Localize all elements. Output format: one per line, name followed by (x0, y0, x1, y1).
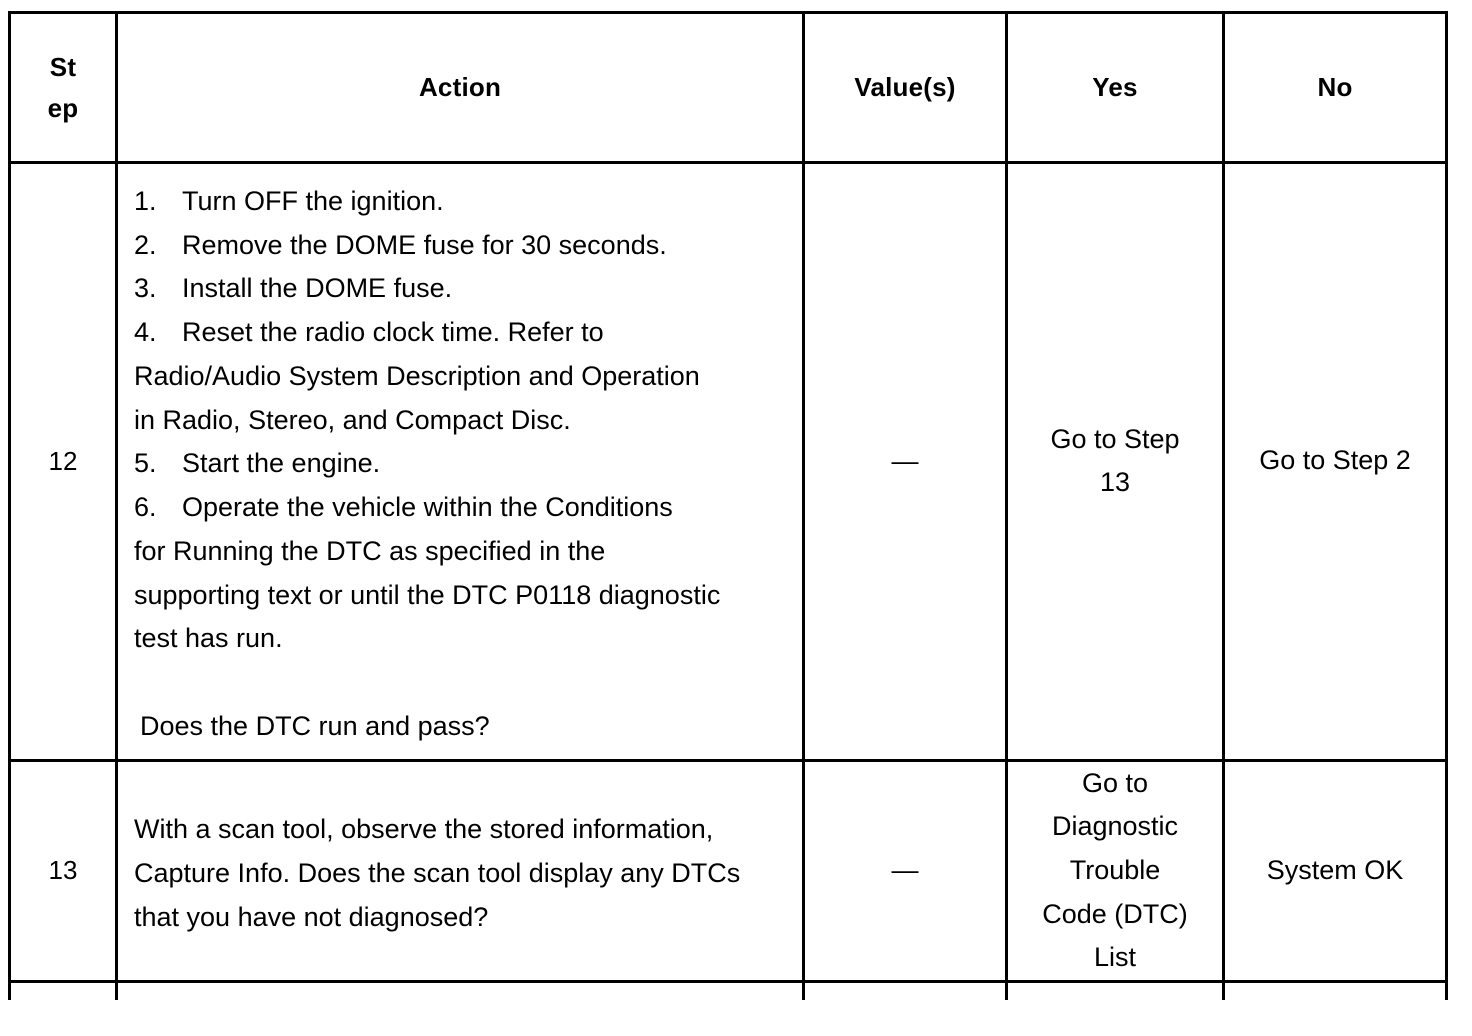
list-item-text: Turn OFF the ignition. (182, 186, 444, 216)
step-number-12: 12 (8, 161, 118, 762)
list-item-number: 6. (134, 492, 157, 523)
list-item: 6.Operate the vehicle within the Conditi… (134, 486, 792, 661)
column-header-step-line2: ep (47, 92, 79, 123)
partial-cell-action (115, 980, 805, 1001)
list-item-number: 5. (134, 448, 157, 479)
list-item-text: Operate the vehicle within the Condition… (134, 492, 721, 654)
list-item: 3. Install the DOME fuse. (134, 267, 792, 311)
diagnostic-procedure-table: St ep Action Value(s) Yes No 12 1. Turn O… (8, 11, 1448, 1001)
value-cell-13: — (802, 758, 1008, 984)
step-number-13: 13 (8, 758, 118, 984)
list-item: 5. Start the engine. (134, 442, 792, 486)
action-spacer (134, 661, 792, 705)
partial-cell-value (802, 980, 1008, 1001)
action-question-12: Does the DTC run and pass? (140, 710, 490, 741)
value-cell-12: — (802, 161, 1008, 762)
table-row: 13 With a scan tool, observe the stored … (8, 758, 1448, 984)
column-header-step: St ep (8, 11, 118, 164)
action-step-list-12: 1. Turn OFF the ignition. 2. Remove the DO… (134, 180, 792, 661)
list-item-text: Install the DOME fuse. (182, 273, 453, 304)
partial-cell-step (8, 980, 118, 1001)
list-item: 4.Reset the radio clock time. Refer to R… (134, 311, 792, 442)
list-item: 2. Remove the DOME fuse for 30 seconds. (134, 224, 792, 268)
list-item-text: Remove the DOME fuse for 30 seconds. (182, 229, 667, 260)
list-item-number: 1. (134, 186, 157, 216)
column-header-no: No (1222, 11, 1448, 164)
table-row-partial (8, 980, 1448, 1001)
list-item-text: Reset the radio clock time. Refer to Rad… (134, 317, 700, 435)
action-paragraph-13: With a scan tool, observe the stored inf… (134, 814, 741, 932)
action-cell-13: With a scan tool, observe the stored inf… (115, 758, 805, 984)
list-item-text: Start the engine. (182, 448, 381, 479)
list-item: 1. Turn OFF the ignition. (134, 180, 792, 224)
list-item-number: 4. (134, 317, 157, 348)
column-header-action: Action (115, 11, 805, 164)
column-header-values: Value(s) (802, 11, 1008, 164)
no-result-12: Go to Step 2 (1222, 161, 1448, 762)
yes-result-13: Go to Diagnostic Trouble Code (DTC) List (1005, 758, 1225, 984)
column-header-yes: Yes (1005, 11, 1225, 164)
no-result-13: System OK (1222, 758, 1448, 984)
table-row: 12 1. Turn OFF the ignition. 2. Remove the… (8, 161, 1448, 762)
partial-cell-yes (1005, 980, 1225, 1001)
yes-result-12: Go to Step 13 (1005, 161, 1225, 762)
list-item-number: 3. (134, 273, 157, 304)
column-header-step-line1: St (49, 52, 77, 83)
list-item-number: 2. (134, 229, 157, 260)
table-header-row: St ep Action Value(s) Yes No (8, 11, 1448, 164)
partial-cell-no (1222, 980, 1448, 1001)
action-cell-12: 1. Turn OFF the ignition. 2. Remove the DO… (115, 161, 805, 762)
